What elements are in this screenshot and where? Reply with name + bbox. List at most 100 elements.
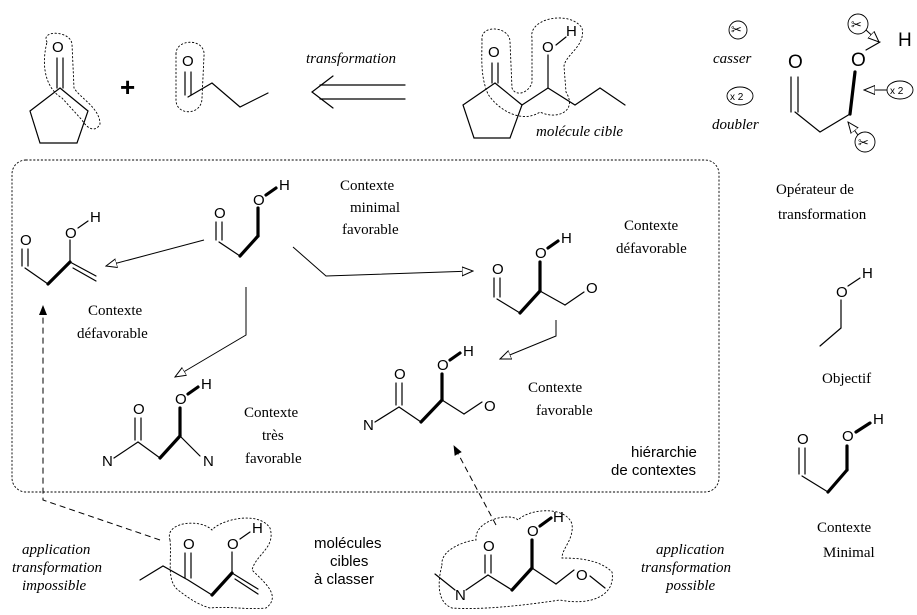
target-molecule: O O H molécule cible: [462, 17, 626, 140]
atom-o: O: [52, 39, 64, 56]
atom-o: O: [586, 280, 598, 297]
legend-doubler: x 2 doubler: [712, 86, 759, 133]
atom-n: N: [455, 587, 466, 604]
tres-favorable-molecule: O N O H N: [102, 376, 214, 470]
atom-o: O: [20, 232, 32, 249]
scissors-icon: ✂: [731, 22, 742, 37]
atom-o: O: [227, 536, 239, 553]
atom-h: H: [90, 209, 101, 226]
label-tres-favorable-2: très: [262, 428, 284, 444]
atom-n: N: [363, 417, 374, 434]
hierarchie-label-2: de contextes: [611, 462, 696, 479]
app-possible-label-1: application: [656, 542, 724, 558]
objectif-molecule: O H: [819, 265, 873, 347]
app-impossible-label-3: impossible: [22, 578, 87, 594]
label-defavorable-left-1: Contexte: [88, 303, 142, 319]
molecule-cible-label: molécule cible: [536, 124, 623, 140]
contexte-minimal-label-2: Minimal: [823, 545, 875, 561]
molecules-cibles-label-1: molécules: [314, 535, 382, 552]
atom-o: O: [183, 536, 195, 553]
operateur-label-1: Opérateur de: [776, 182, 854, 198]
atom-h: H: [553, 509, 564, 526]
atom-o: O: [133, 401, 145, 418]
atom-h: H: [898, 30, 912, 51]
minimal-context-molecule: O O H: [797, 411, 884, 494]
dashed-arrow-possible: [453, 445, 497, 526]
atom-o: O: [492, 261, 504, 278]
atom-o: O: [488, 44, 500, 61]
label-minimal-favorable-2: minimal: [350, 200, 400, 216]
candidate-molecule-possible: N O O H O: [434, 509, 613, 609]
label-defavorable-right-1: Contexte: [624, 218, 678, 234]
casser-label: casser: [713, 51, 751, 67]
atom-o: O: [527, 523, 539, 540]
scissors-icon: ✂: [858, 135, 869, 150]
molecules-cibles-label-3: à classer: [314, 571, 374, 588]
app-impossible-label-2: transformation: [12, 560, 102, 576]
label-tres-favorable-3: favorable: [245, 451, 302, 467]
atom-o: O: [797, 431, 809, 448]
app-impossible-label-1: application: [22, 542, 90, 558]
atom-o: O: [842, 428, 854, 445]
atom-o: O: [214, 205, 226, 222]
plus-sign: +: [120, 72, 135, 102]
dashed-arrow-impossible: [39, 305, 161, 541]
atom-h: H: [862, 265, 873, 282]
label-minimal-favorable-1: Contexte: [340, 178, 394, 194]
scissors-icon: ✂: [851, 17, 862, 32]
app-possible-label-2: transformation: [641, 560, 731, 576]
label-tres-favorable-1: Contexte: [244, 405, 298, 421]
atom-h: H: [201, 376, 212, 393]
atom-o: O: [535, 245, 547, 262]
atom-o: O: [394, 366, 406, 383]
candidate-molecule-impossible: O O H: [139, 517, 273, 610]
cyclopentanone: O: [29, 32, 101, 144]
label-favorable-2: favorable: [536, 403, 593, 419]
atom-n: N: [102, 453, 113, 470]
atom-o: O: [253, 192, 265, 209]
atom-o: O: [182, 53, 194, 70]
doubler-label: doubler: [712, 117, 759, 133]
atom-h: H: [561, 230, 572, 247]
arrow-to-tres-favorable: [175, 287, 247, 377]
arrow-to-left-defavorable: [106, 239, 205, 266]
retro-arrow: transformation: [306, 51, 406, 109]
label-defavorable-right-2: défavorable: [616, 241, 687, 257]
atom-o: O: [576, 567, 588, 584]
atom-o: O: [437, 357, 449, 374]
arrow-to-right-defavorable: [292, 246, 473, 277]
atom-o: O: [851, 50, 866, 71]
operateur-label-2: transformation: [778, 207, 867, 223]
butanal: O: [175, 41, 269, 113]
label-defavorable-left-2: défavorable: [77, 326, 148, 342]
atom-o: O: [836, 284, 848, 301]
transformation-label: transformation: [306, 51, 396, 67]
atom-h: H: [279, 177, 290, 194]
atom-h: H: [463, 343, 474, 360]
left-defavorable-molecule: O O H: [20, 209, 101, 286]
x2-label: x 2: [730, 92, 744, 103]
atom-o: O: [175, 391, 187, 408]
atom-o: O: [484, 398, 496, 415]
contexte-minimal-label-1: Contexte: [817, 520, 871, 536]
favorable-molecule: O N O H O: [363, 343, 496, 434]
hierarchie-label-1: hiérarchie: [631, 444, 697, 461]
x2-label: x 2: [890, 86, 904, 97]
molecules-cibles-label-2: cibles: [330, 553, 368, 570]
label-minimal-favorable-3: favorable: [342, 222, 399, 238]
atom-o: O: [542, 39, 554, 56]
atom-h: H: [873, 411, 884, 428]
atom-h: H: [252, 520, 263, 537]
app-possible-label-3: possible: [665, 578, 716, 594]
center-minimal-molecule: O O H: [214, 177, 290, 258]
atom-h: H: [566, 23, 577, 40]
hierarchy-box: [11, 159, 720, 493]
label-favorable-1: Contexte: [528, 380, 582, 396]
legend-casser: ✂ casser: [713, 20, 751, 67]
right-defavorable-molecule: O O H O: [492, 230, 598, 315]
arrow-to-favorable: [500, 320, 557, 359]
atom-o: O: [483, 538, 495, 555]
atom-o: O: [788, 52, 803, 73]
